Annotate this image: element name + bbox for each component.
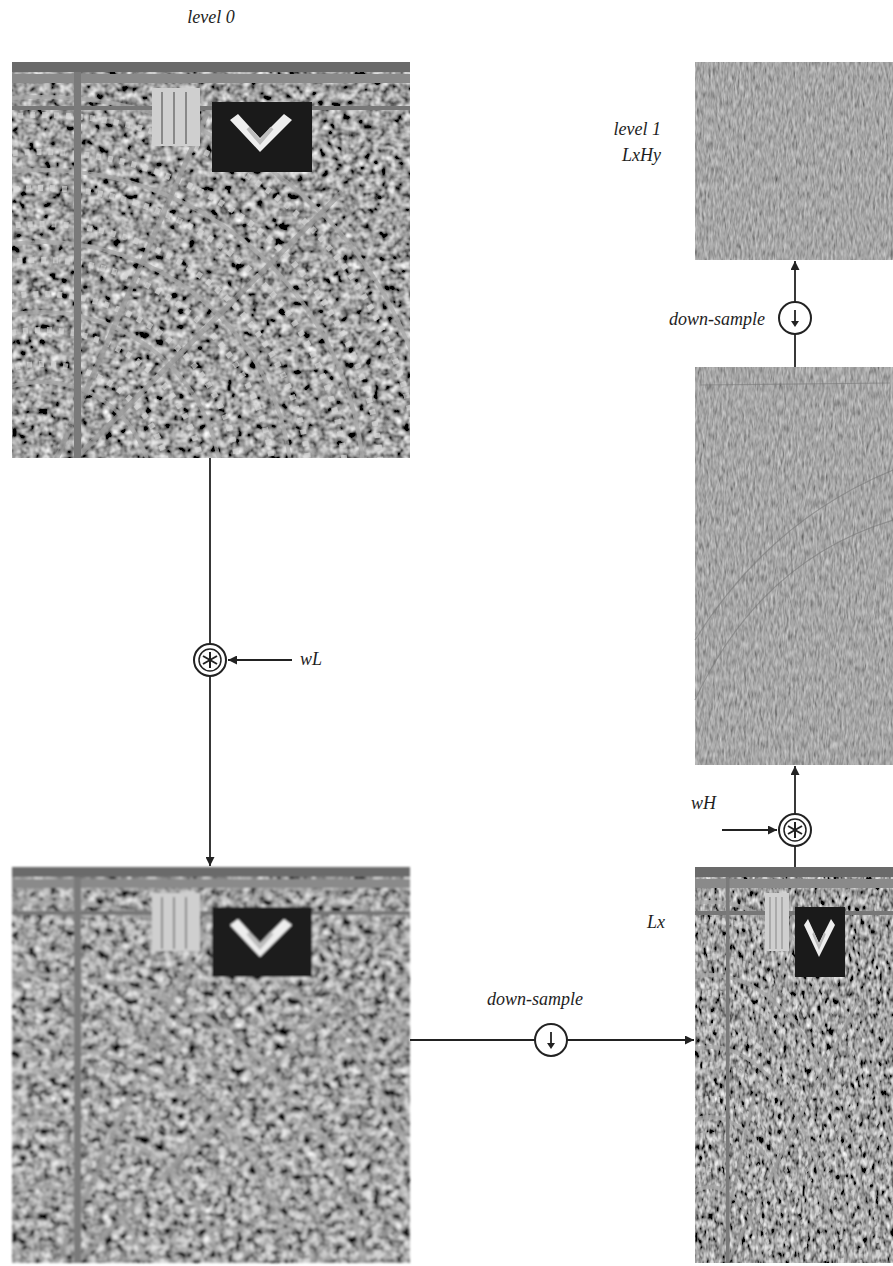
panel-heading: level 1 xyxy=(614,120,661,140)
operation-label: down-sample xyxy=(669,310,765,330)
image-panel: level 0 xyxy=(12,62,410,458)
panel-heading: Lx xyxy=(647,913,665,933)
operation-label: wH xyxy=(691,794,716,814)
operation-label: down-sample xyxy=(487,990,583,1010)
image-panel: level 1LxHy xyxy=(695,62,893,260)
image-panel: Lx xyxy=(695,867,893,1266)
operation-label: wL xyxy=(300,650,322,670)
panel-heading: LxHy xyxy=(622,146,661,166)
panel-heading: level 0 xyxy=(187,8,234,28)
